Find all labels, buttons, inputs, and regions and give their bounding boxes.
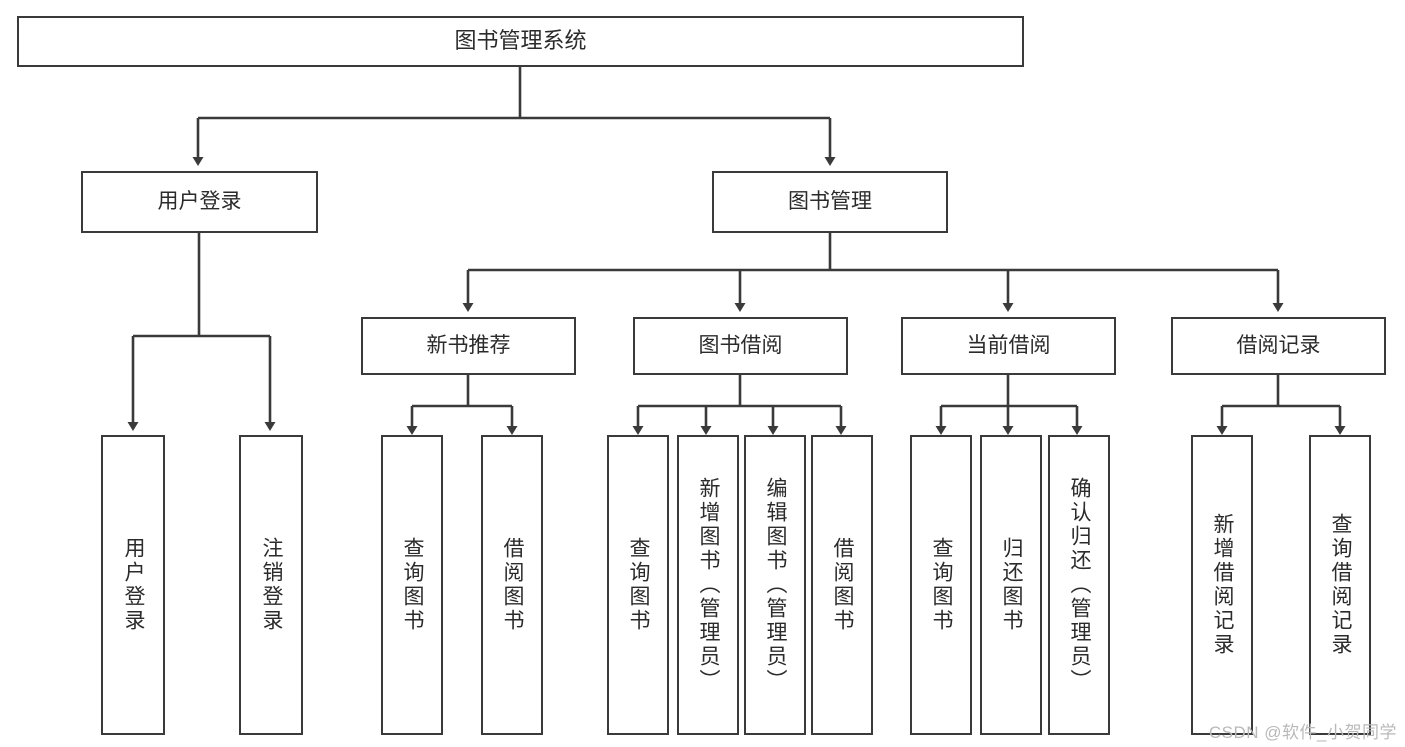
node-book-borrow-label: 图书借阅 — [698, 334, 783, 358]
node-current-borrow-label: 当前借阅 — [966, 334, 1051, 358]
node-leaf-borrow-book-1-label: 借阅图书 — [501, 537, 525, 633]
node-book-manage[interactable]: 图书管理 — [712, 171, 948, 233]
node-leaf-add-book[interactable]: 新增图书（管理员） — [677, 435, 739, 735]
node-leaf-edit-book-label: 编辑图书（管理员） — [764, 477, 788, 693]
node-leaf-edit-book[interactable]: 编辑图书（管理员） — [744, 435, 806, 735]
node-user-login-label: 用户登录 — [157, 190, 242, 214]
node-leaf-user-logout-label: 注销登录 — [260, 537, 284, 633]
node-leaf-confirm-return[interactable]: 确认归还（管理员） — [1048, 435, 1110, 735]
node-leaf-query-record-label: 查询借阅记录 — [1329, 513, 1353, 657]
node-leaf-add-record-label: 新增借阅记录 — [1211, 513, 1235, 657]
node-leaf-return-book[interactable]: 归还图书 — [980, 435, 1042, 735]
node-new-book-rec[interactable]: 新书推荐 — [361, 317, 576, 375]
node-current-borrow[interactable]: 当前借阅 — [901, 317, 1116, 375]
node-root[interactable]: 图书管理系统 — [17, 16, 1024, 67]
node-leaf-query-book-1[interactable]: 查询图书 — [381, 435, 443, 735]
node-leaf-query-book-1-label: 查询图书 — [401, 537, 425, 633]
node-leaf-borrow-book-2[interactable]: 借阅图书 — [811, 435, 873, 735]
node-leaf-query-book-3-label: 查询图书 — [930, 537, 954, 633]
node-leaf-query-book-2[interactable]: 查询图书 — [607, 435, 669, 735]
node-leaf-user-login-label: 用户登录 — [122, 537, 146, 633]
node-new-book-rec-label: 新书推荐 — [426, 334, 511, 358]
node-leaf-query-book-3[interactable]: 查询图书 — [910, 435, 972, 735]
node-leaf-confirm-return-label: 确认归还（管理员） — [1068, 477, 1092, 693]
node-leaf-borrow-book-1[interactable]: 借阅图书 — [481, 435, 543, 735]
node-root-label: 图书管理系统 — [454, 28, 587, 54]
node-borrow-record-label: 借阅记录 — [1236, 334, 1321, 358]
node-leaf-add-book-label: 新增图书（管理员） — [697, 477, 721, 693]
node-leaf-borrow-book-2-label: 借阅图书 — [831, 537, 855, 633]
node-borrow-record[interactable]: 借阅记录 — [1171, 317, 1386, 375]
node-leaf-user-logout[interactable]: 注销登录 — [239, 435, 303, 735]
node-book-borrow[interactable]: 图书借阅 — [633, 317, 848, 375]
node-leaf-query-record[interactable]: 查询借阅记录 — [1309, 435, 1371, 735]
node-leaf-user-login[interactable]: 用户登录 — [101, 435, 165, 735]
node-user-login[interactable]: 用户登录 — [81, 171, 318, 233]
node-book-manage-label: 图书管理 — [788, 190, 872, 214]
node-leaf-add-record[interactable]: 新增借阅记录 — [1191, 435, 1253, 735]
node-leaf-return-book-label: 归还图书 — [1000, 537, 1024, 633]
node-leaf-query-book-2-label: 查询图书 — [627, 537, 651, 633]
csdn-watermark: CSDN @软件_小贺同学 — [1208, 723, 1397, 742]
